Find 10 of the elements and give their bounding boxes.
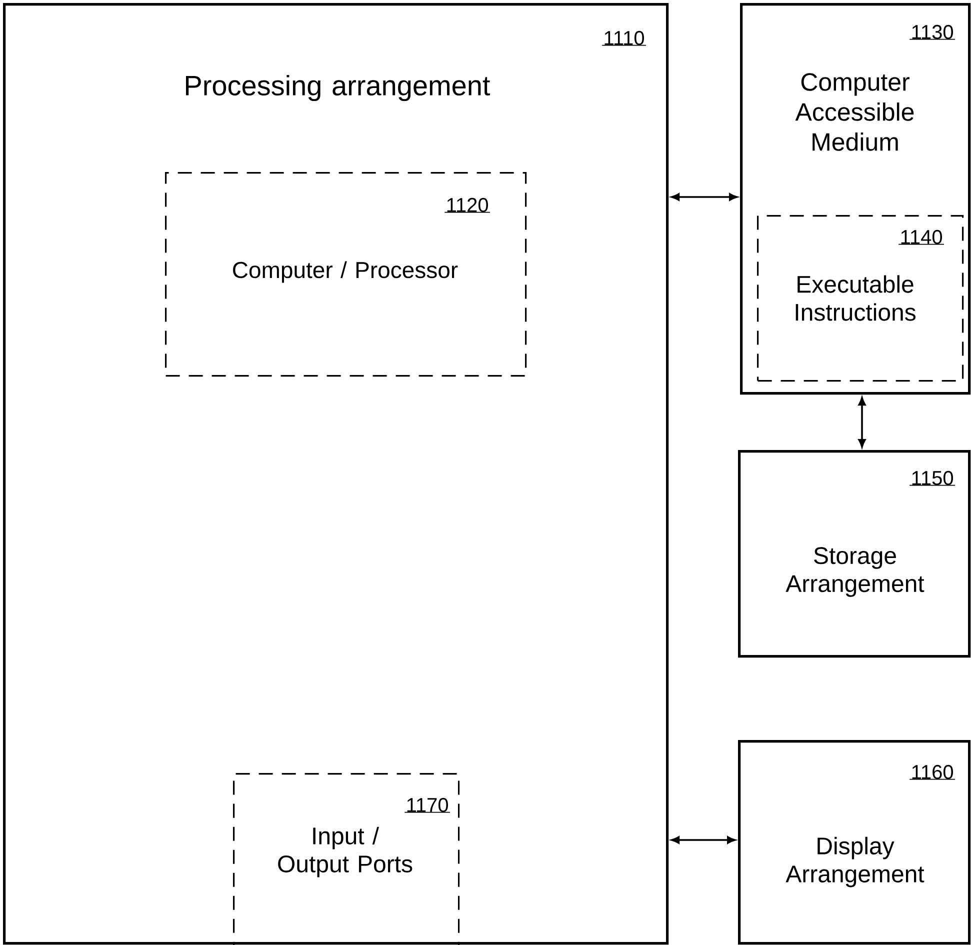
reference-number: 1150 <box>909 470 956 486</box>
reference-number: 1130 <box>909 24 956 40</box>
reference-number: 1170 <box>404 798 450 813</box>
arrow <box>671 193 738 201</box>
arrow <box>858 397 866 448</box>
arrow <box>671 836 736 844</box>
reference-number: 1120 <box>444 198 490 213</box>
reference-number: 1110 <box>602 30 646 46</box>
reference-number: 1140 <box>898 230 944 245</box>
reference-number: 1160 <box>909 764 956 780</box>
